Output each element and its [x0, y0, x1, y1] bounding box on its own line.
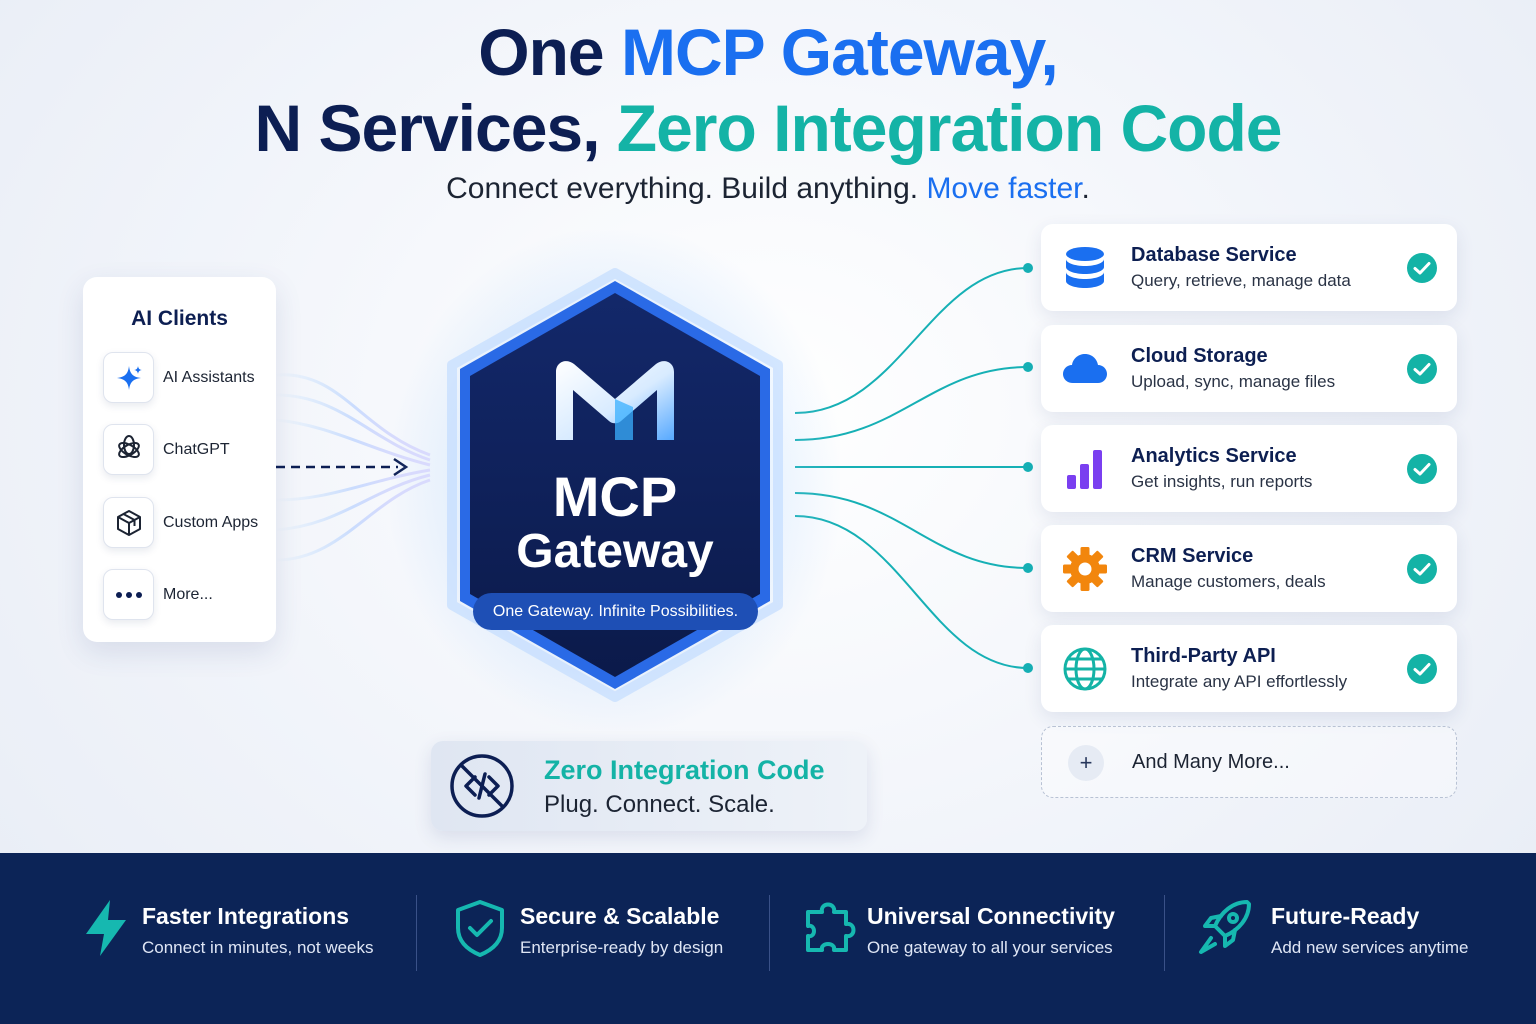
globe-icon — [1063, 647, 1107, 691]
gateway-tagline: One Gateway. Infinite Possibilities. — [473, 593, 758, 630]
feature-title: Universal Connectivity — [867, 903, 1115, 929]
feature-divider — [416, 895, 417, 971]
client-label: More... — [163, 585, 213, 603]
plus-icon: + — [1068, 745, 1104, 781]
feature-divider — [1164, 895, 1165, 971]
cube-icon — [103, 497, 154, 548]
openai-icon — [103, 424, 154, 475]
service-description: Manage customers, deals — [1131, 572, 1326, 591]
service-description: Upload, sync, manage files — [1131, 372, 1336, 391]
cloud-icon — [1063, 354, 1107, 383]
feature-subtitle: Connect in minutes, not weeks — [142, 938, 374, 957]
feature-future-ready: Future-Ready Add new services anytime — [1165, 853, 1536, 1024]
feature-subtitle: Add new services anytime — [1271, 938, 1469, 957]
headline-line-2: N Services, Zero Integration Code — [0, 90, 1536, 166]
feature-title: Future-Ready — [1271, 903, 1420, 929]
sparkle-icon — [103, 352, 154, 403]
service-card-cloud-storage[interactable]: Cloud Storage Upload, sync, manage files — [1041, 325, 1457, 412]
subline-text: Connect everything. Build anything. — [446, 172, 927, 205]
more-services-card[interactable]: + And Many More... — [1041, 726, 1457, 798]
database-icon — [1066, 247, 1104, 288]
service-card-third-party-api[interactable]: Third-Party API Integrate any API effort… — [1041, 625, 1457, 712]
zero-integration-subtitle: Plug. Connect. Scale. — [544, 791, 775, 818]
check-circle-icon — [1407, 654, 1437, 684]
client-label: ChatGPT — [163, 440, 230, 458]
client-label: AI Assistants — [163, 368, 255, 386]
service-description: Integrate any API effortlessly — [1131, 672, 1348, 691]
service-name: Database Service — [1131, 244, 1297, 266]
service-name: Analytics Service — [1131, 445, 1297, 467]
client-item-chatgpt[interactable]: ChatGPT — [103, 424, 230, 475]
headline-line-1-prefix: One — [478, 15, 621, 89]
subline: Connect everything. Build anything. Move… — [0, 172, 1536, 206]
zero-integration-card: Zero Integration Code Plug. Connect. Sca… — [431, 741, 867, 831]
rocket-icon — [1199, 900, 1251, 954]
client-item-ai-assistants[interactable]: AI Assistants — [103, 352, 255, 403]
service-card-database[interactable]: Database Service Query, retrieve, manage… — [1041, 224, 1457, 311]
service-card-analytics[interactable]: Analytics Service Get insights, run repo… — [1041, 425, 1457, 512]
link-dot — [1023, 462, 1033, 472]
feature-title: Faster Integrations — [142, 903, 350, 929]
service-name: CRM Service — [1131, 545, 1254, 567]
service-description: Get insights, run reports — [1131, 472, 1313, 491]
check-circle-icon — [1407, 454, 1437, 484]
shield-check-icon — [456, 900, 504, 957]
subline-highlight: Move faster — [926, 172, 1082, 205]
link-dot — [1023, 263, 1033, 273]
service-card-crm[interactable]: CRM Service Manage customers, deals — [1041, 525, 1457, 612]
client-label: Custom Apps — [163, 513, 259, 531]
check-circle-icon — [1407, 253, 1437, 283]
feature-title: Secure & Scalable — [520, 903, 720, 929]
feature-subtitle: One gateway to all your services — [867, 938, 1113, 957]
lightning-icon — [86, 900, 126, 956]
gear-icon — [1063, 547, 1107, 591]
feature-secure-scalable: Secure & Scalable Enterprise-ready by de… — [416, 853, 770, 1024]
link-dot — [1023, 563, 1033, 573]
puzzle-icon — [806, 902, 856, 952]
gateway-hexagon — [447, 268, 783, 702]
subline-suffix: . — [1081, 172, 1090, 205]
ai-clients-card: AI Clients AI Assistants ChatGPT — [83, 277, 276, 642]
gateway-title-line-1: MCP — [552, 465, 678, 528]
zero-integration-title: Zero Integration Code — [544, 755, 825, 785]
gateway-title-line-2: Gateway — [516, 525, 714, 578]
ellipsis-icon — [103, 569, 154, 620]
service-description: Query, retrieve, manage data — [1131, 271, 1351, 290]
features-footer: Faster Integrations Connect in minutes, … — [0, 853, 1536, 1024]
feature-faster-integrations: Faster Integrations Connect in minutes, … — [0, 853, 416, 1024]
feature-universal-connectivity: Universal Connectivity One gateway to al… — [770, 853, 1165, 1024]
client-item-custom-apps[interactable]: Custom Apps — [103, 497, 258, 548]
more-services-label: And Many More... — [1132, 751, 1290, 773]
bar-chart-icon — [1067, 450, 1102, 489]
client-item-more[interactable]: More... — [103, 569, 213, 620]
link-dot — [1023, 362, 1033, 372]
headline-line-2-prefix: N Services, — [254, 91, 617, 165]
headline-line-2-highlight: Zero Integration Code — [616, 91, 1283, 165]
check-circle-icon — [1407, 554, 1437, 584]
service-name: Third-Party API — [1131, 645, 1276, 667]
headline: One MCP Gateway, N Services, Zero Integr… — [0, 14, 1536, 166]
headline-line-1-highlight: MCP Gateway, — [620, 15, 1059, 89]
link-dot — [1023, 663, 1033, 673]
feature-subtitle: Enterprise-ready by design — [520, 938, 724, 957]
headline-line-1: One MCP Gateway, — [0, 14, 1536, 90]
ai-clients-title: AI Clients — [131, 307, 228, 330]
check-circle-icon — [1407, 354, 1437, 384]
no-code-icon — [450, 754, 514, 818]
feature-divider — [769, 895, 770, 971]
service-name: Cloud Storage — [1131, 345, 1268, 367]
mcp-logo-icon — [556, 361, 674, 440]
